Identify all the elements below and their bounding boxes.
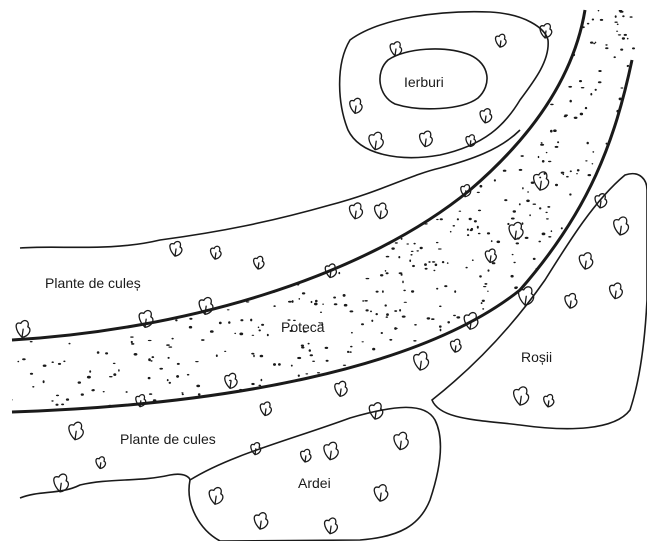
herb-bed-label: Ierburi bbox=[404, 75, 444, 89]
path-label: Potecă bbox=[281, 320, 325, 334]
picking-bed-lower-outline bbox=[20, 474, 190, 498]
picking-bed-lower-label: Plante de cules bbox=[120, 432, 216, 446]
picking-bed-upper-label: Plante de culeș bbox=[45, 276, 141, 290]
pepper-bed-label: Ardei bbox=[298, 476, 331, 490]
tomato-bed-outline bbox=[432, 174, 647, 429]
tomato-bed-label: Roșii bbox=[521, 350, 552, 364]
